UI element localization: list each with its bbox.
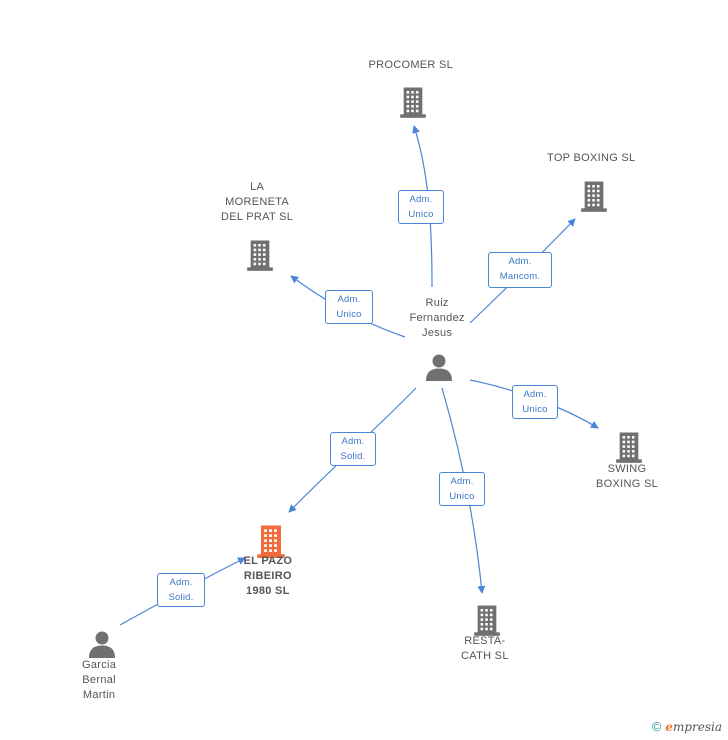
node-label-line: SWING xyxy=(607,463,647,475)
role-badge-ruiz-to-topboxing[interactable]: Adm. Mancom. xyxy=(488,252,552,288)
node-label-line: Martin xyxy=(82,689,116,701)
node-label-line: 1980 SL xyxy=(246,585,290,597)
person-icon-ruiz[interactable] xyxy=(425,353,453,386)
role-text: Adm. xyxy=(508,256,532,267)
node-label-line: Fernandez xyxy=(409,312,465,324)
role-text: Adm. xyxy=(341,436,365,447)
building-icon-lamoreneta[interactable] xyxy=(246,238,274,276)
building-icon-restacath[interactable] xyxy=(473,603,501,641)
role-badge-ruiz-to-swingboxing[interactable]: Adm. Unico xyxy=(512,385,558,419)
node-label-line: DEL PRAT SL xyxy=(221,211,294,223)
role-text: Adm. xyxy=(409,194,433,205)
building-icon-topboxing[interactable] xyxy=(580,179,608,217)
node-label-line: EL PAZO xyxy=(243,555,293,567)
role-text: Adm. xyxy=(169,577,193,588)
role-badge-ruiz-to-elpazo[interactable]: Adm. Solid. xyxy=(330,432,376,466)
node-label-line: TOP BOXING SL xyxy=(547,152,636,164)
node-label-line: CATH SL xyxy=(461,650,509,662)
node-label-line: RIBEIRO xyxy=(243,570,292,582)
node-label-line: RESTA- xyxy=(464,635,506,647)
role-badge-ruiz-to-lamoreneta[interactable]: Adm. Unico xyxy=(325,290,373,324)
role-text: Unico xyxy=(449,491,475,502)
node-label-line: LA xyxy=(250,181,265,193)
node-label-line: PROCOMER SL xyxy=(368,59,454,71)
role-text: Adm. xyxy=(450,476,474,487)
role-badge-garcia-to-elpazo[interactable]: Adm. Solid. xyxy=(157,573,205,607)
node-label-elpazo[interactable]: EL PAZO RIBEIRO 1980 SL xyxy=(244,554,293,599)
node-label-procomer[interactable]: PROCOMER SL xyxy=(369,58,454,73)
building-icon-procomer[interactable] xyxy=(399,85,427,123)
node-label-line: Jesus xyxy=(422,327,453,339)
node-label-line: Garcia xyxy=(82,659,117,671)
node-label-lamoreneta[interactable]: LA MORENETA DEL PRAT SL xyxy=(221,180,293,225)
node-label-line: BOXING SL xyxy=(596,478,658,490)
node-label-swingboxing[interactable]: SWING BOXING SL xyxy=(596,462,658,492)
building-icon-elpazo[interactable] xyxy=(256,523,286,563)
node-label-restacath[interactable]: RESTA- CATH SL xyxy=(461,634,509,664)
role-text: Unico xyxy=(408,209,434,220)
person-icon-garcia[interactable] xyxy=(88,630,116,663)
footer-brand: ©empresia xyxy=(652,719,722,734)
role-text: Adm. xyxy=(337,294,361,305)
building-icon-swingboxing[interactable] xyxy=(615,430,643,468)
role-text: Solid. xyxy=(340,451,366,462)
role-text: Solid. xyxy=(168,592,194,603)
role-badge-ruiz-to-restacath[interactable]: Adm. Unico xyxy=(439,472,485,506)
node-label-line: Bernal xyxy=(82,674,116,686)
brand-logo: empresia xyxy=(665,720,722,734)
role-text: Unico xyxy=(336,309,362,320)
copyright-icon: © xyxy=(651,719,662,734)
role-badge-ruiz-to-procomer[interactable]: Adm. Unico xyxy=(398,190,444,224)
role-text: Unico xyxy=(522,404,548,415)
node-label-line: MORENETA xyxy=(225,196,290,208)
node-label-line: Ruiz xyxy=(425,297,449,309)
node-label-topboxing[interactable]: TOP BOXING SL xyxy=(547,151,635,166)
role-text: Mancom. xyxy=(499,271,541,282)
role-text: Adm. xyxy=(523,389,547,400)
